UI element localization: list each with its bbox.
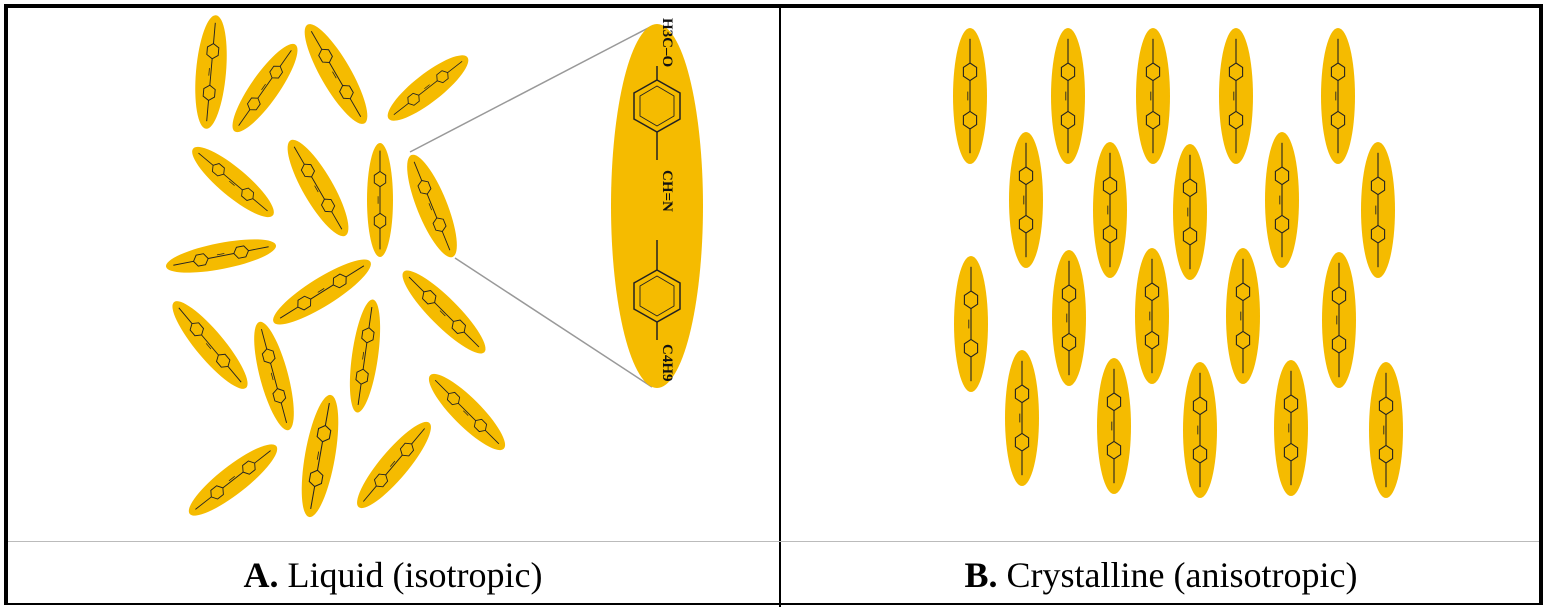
anisotropic-molecule bbox=[1321, 28, 1355, 164]
isotropic-molecule bbox=[287, 139, 349, 237]
caption-panel-a: A. Liquid (isotropic) bbox=[8, 553, 778, 597]
anisotropic-molecule bbox=[1135, 248, 1169, 384]
enlarged-molecule: H3C–O CH=N C4H9 bbox=[611, 18, 703, 388]
isotropic-molecule bbox=[232, 43, 298, 133]
isotropic-molecule bbox=[273, 259, 371, 325]
anisotropic-molecule bbox=[1009, 132, 1043, 268]
isotropic-molecule bbox=[301, 394, 339, 518]
panel-divider bbox=[779, 6, 781, 607]
anisotropic-molecule bbox=[1265, 132, 1299, 268]
anisotropic-molecule bbox=[1052, 250, 1086, 386]
enlarged-label-top: H3C–O bbox=[659, 18, 675, 67]
isotropic-molecule bbox=[428, 373, 506, 451]
isotropic-molecule-group bbox=[165, 15, 506, 518]
isotropic-molecule bbox=[402, 270, 486, 354]
isotropic-molecule bbox=[254, 321, 294, 431]
isotropic-molecule bbox=[188, 444, 278, 516]
isotropic-molecule bbox=[304, 24, 368, 124]
enlarged-label-bottom: C4H9 bbox=[659, 344, 675, 382]
isotropic-molecule bbox=[195, 15, 227, 129]
anisotropic-molecule bbox=[1369, 362, 1403, 498]
anisotropic-molecule bbox=[1136, 28, 1170, 164]
isotropic-molecule bbox=[349, 299, 381, 413]
isotropic-molecule bbox=[407, 154, 457, 258]
anisotropic-molecule bbox=[1274, 360, 1308, 496]
anisotropic-molecule bbox=[954, 256, 988, 392]
enlarged-label-middle: CH=N bbox=[659, 170, 675, 212]
caption-a-text: Liquid (isotropic) bbox=[287, 555, 543, 595]
anisotropic-molecule bbox=[1226, 248, 1260, 384]
caption-b-letter: B. bbox=[964, 555, 998, 595]
isotropic-molecule bbox=[165, 239, 277, 273]
anisotropic-molecule bbox=[1219, 28, 1253, 164]
isotropic-molecule bbox=[357, 421, 431, 509]
isotropic-molecule bbox=[172, 301, 248, 389]
anisotropic-molecule-group bbox=[953, 28, 1403, 498]
anisotropic-molecule bbox=[953, 28, 987, 164]
anisotropic-molecule bbox=[1322, 252, 1356, 388]
anisotropic-molecule bbox=[1097, 358, 1131, 494]
isotropic-molecule bbox=[387, 55, 469, 121]
figure-border bbox=[4, 4, 1543, 605]
anisotropic-molecule bbox=[1051, 28, 1085, 164]
caption-panel-b: B. Crystalline (anisotropic) bbox=[782, 553, 1540, 597]
caption-separator bbox=[8, 541, 1539, 542]
caption-b-text: Crystalline (anisotropic) bbox=[1006, 555, 1358, 595]
anisotropic-molecule bbox=[1361, 142, 1395, 278]
zoom-line-top bbox=[409, 25, 653, 153]
isotropic-molecule bbox=[367, 143, 393, 257]
anisotropic-molecule bbox=[1173, 144, 1207, 280]
anisotropic-molecule bbox=[1183, 362, 1217, 498]
zoom-line-bottom bbox=[454, 257, 653, 388]
caption-a-letter: A. bbox=[243, 555, 279, 595]
isotropic-molecule bbox=[192, 146, 274, 218]
anisotropic-molecule bbox=[1005, 350, 1039, 486]
anisotropic-molecule bbox=[1093, 142, 1127, 278]
